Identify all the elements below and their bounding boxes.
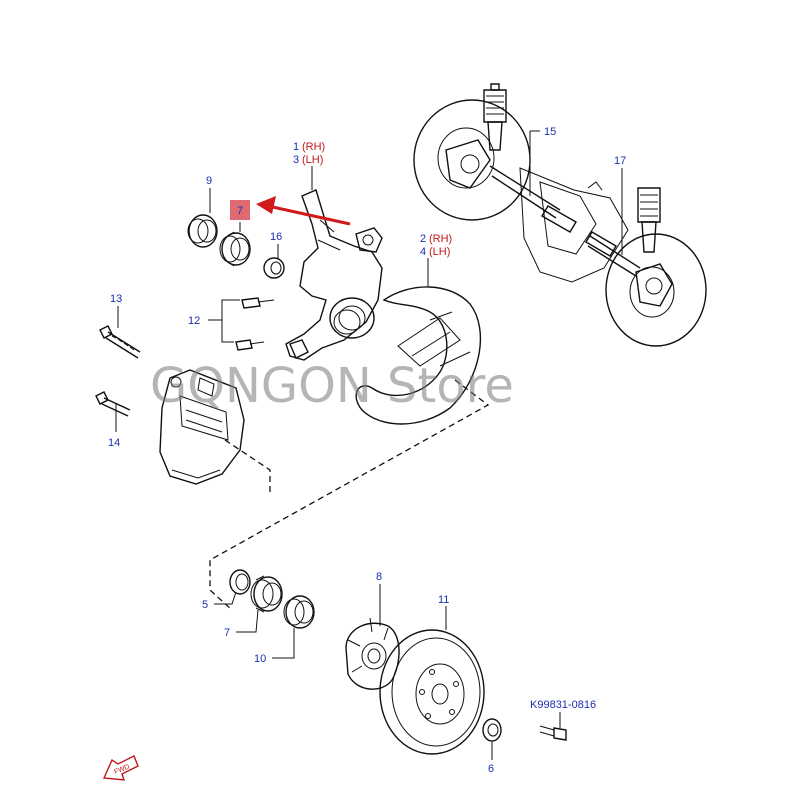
- knuckle-bolts-part-12: [235, 297, 275, 351]
- label-5: 5: [202, 599, 208, 611]
- highlight-box-7: [230, 200, 250, 220]
- label-16: 16: [270, 231, 282, 243]
- label-13: 13: [110, 293, 122, 305]
- label-7-upper: 7: [237, 205, 243, 217]
- label-2-side: (RH): [429, 233, 452, 245]
- label-10: 10: [254, 653, 266, 665]
- wheel-bearing-part-7-upper: [219, 231, 251, 267]
- label-11: 11: [438, 594, 449, 606]
- wheel-bearing-part-7-lower: [250, 575, 283, 613]
- label-2: 2: [420, 233, 426, 245]
- label-4-side: (LH): [429, 246, 450, 258]
- hub-nut-part-6: [482, 718, 502, 742]
- steering-knuckle: [285, 189, 383, 361]
- store-watermark: GQNGON Store: [150, 358, 514, 414]
- brake-caliper: [159, 369, 245, 485]
- oil-seal-part-10: [283, 595, 315, 629]
- label-12: 12: [188, 315, 200, 327]
- forward-direction-symbol: FWD: [102, 755, 139, 781]
- label-1-side: (RH): [302, 141, 325, 153]
- wheel-hub-part-8: [345, 600, 400, 690]
- label-9: 9: [206, 175, 212, 187]
- label-1: 1: [293, 141, 299, 153]
- screw-k99831: [539, 725, 567, 741]
- label-3-side: (LH): [302, 154, 323, 166]
- brake-disc-part-11: [379, 629, 485, 755]
- oil-seal-part-9: [187, 214, 218, 248]
- lock-nut-part-16: [263, 257, 285, 279]
- label-7-lower: 7: [224, 627, 230, 639]
- label-14: 14: [108, 437, 120, 449]
- red-indicator-arrow: [256, 196, 351, 226]
- callout-labels: 9 7 16 1 (RH) 3 (LH) 2 (RH) 4 (LH) 13 12…: [108, 126, 626, 775]
- assembly-dashed-path: [209, 379, 490, 611]
- label-4: 4: [420, 246, 426, 258]
- leader-lines: [115, 130, 623, 760]
- snap-ring-part-5: [229, 569, 251, 595]
- dust-shield: [355, 286, 482, 425]
- label-15: 15: [544, 126, 556, 138]
- vehicle-overview-illustration: [413, 83, 707, 347]
- label-bolt-code: K99831-0816: [530, 699, 596, 711]
- caliper-bolt-part-13: [99, 325, 141, 359]
- label-6: 6: [488, 763, 494, 775]
- caliper-bolt-part-14: [95, 391, 131, 417]
- label-8: 8: [376, 571, 382, 583]
- label-17: 17: [614, 155, 626, 167]
- label-3: 3: [293, 154, 299, 166]
